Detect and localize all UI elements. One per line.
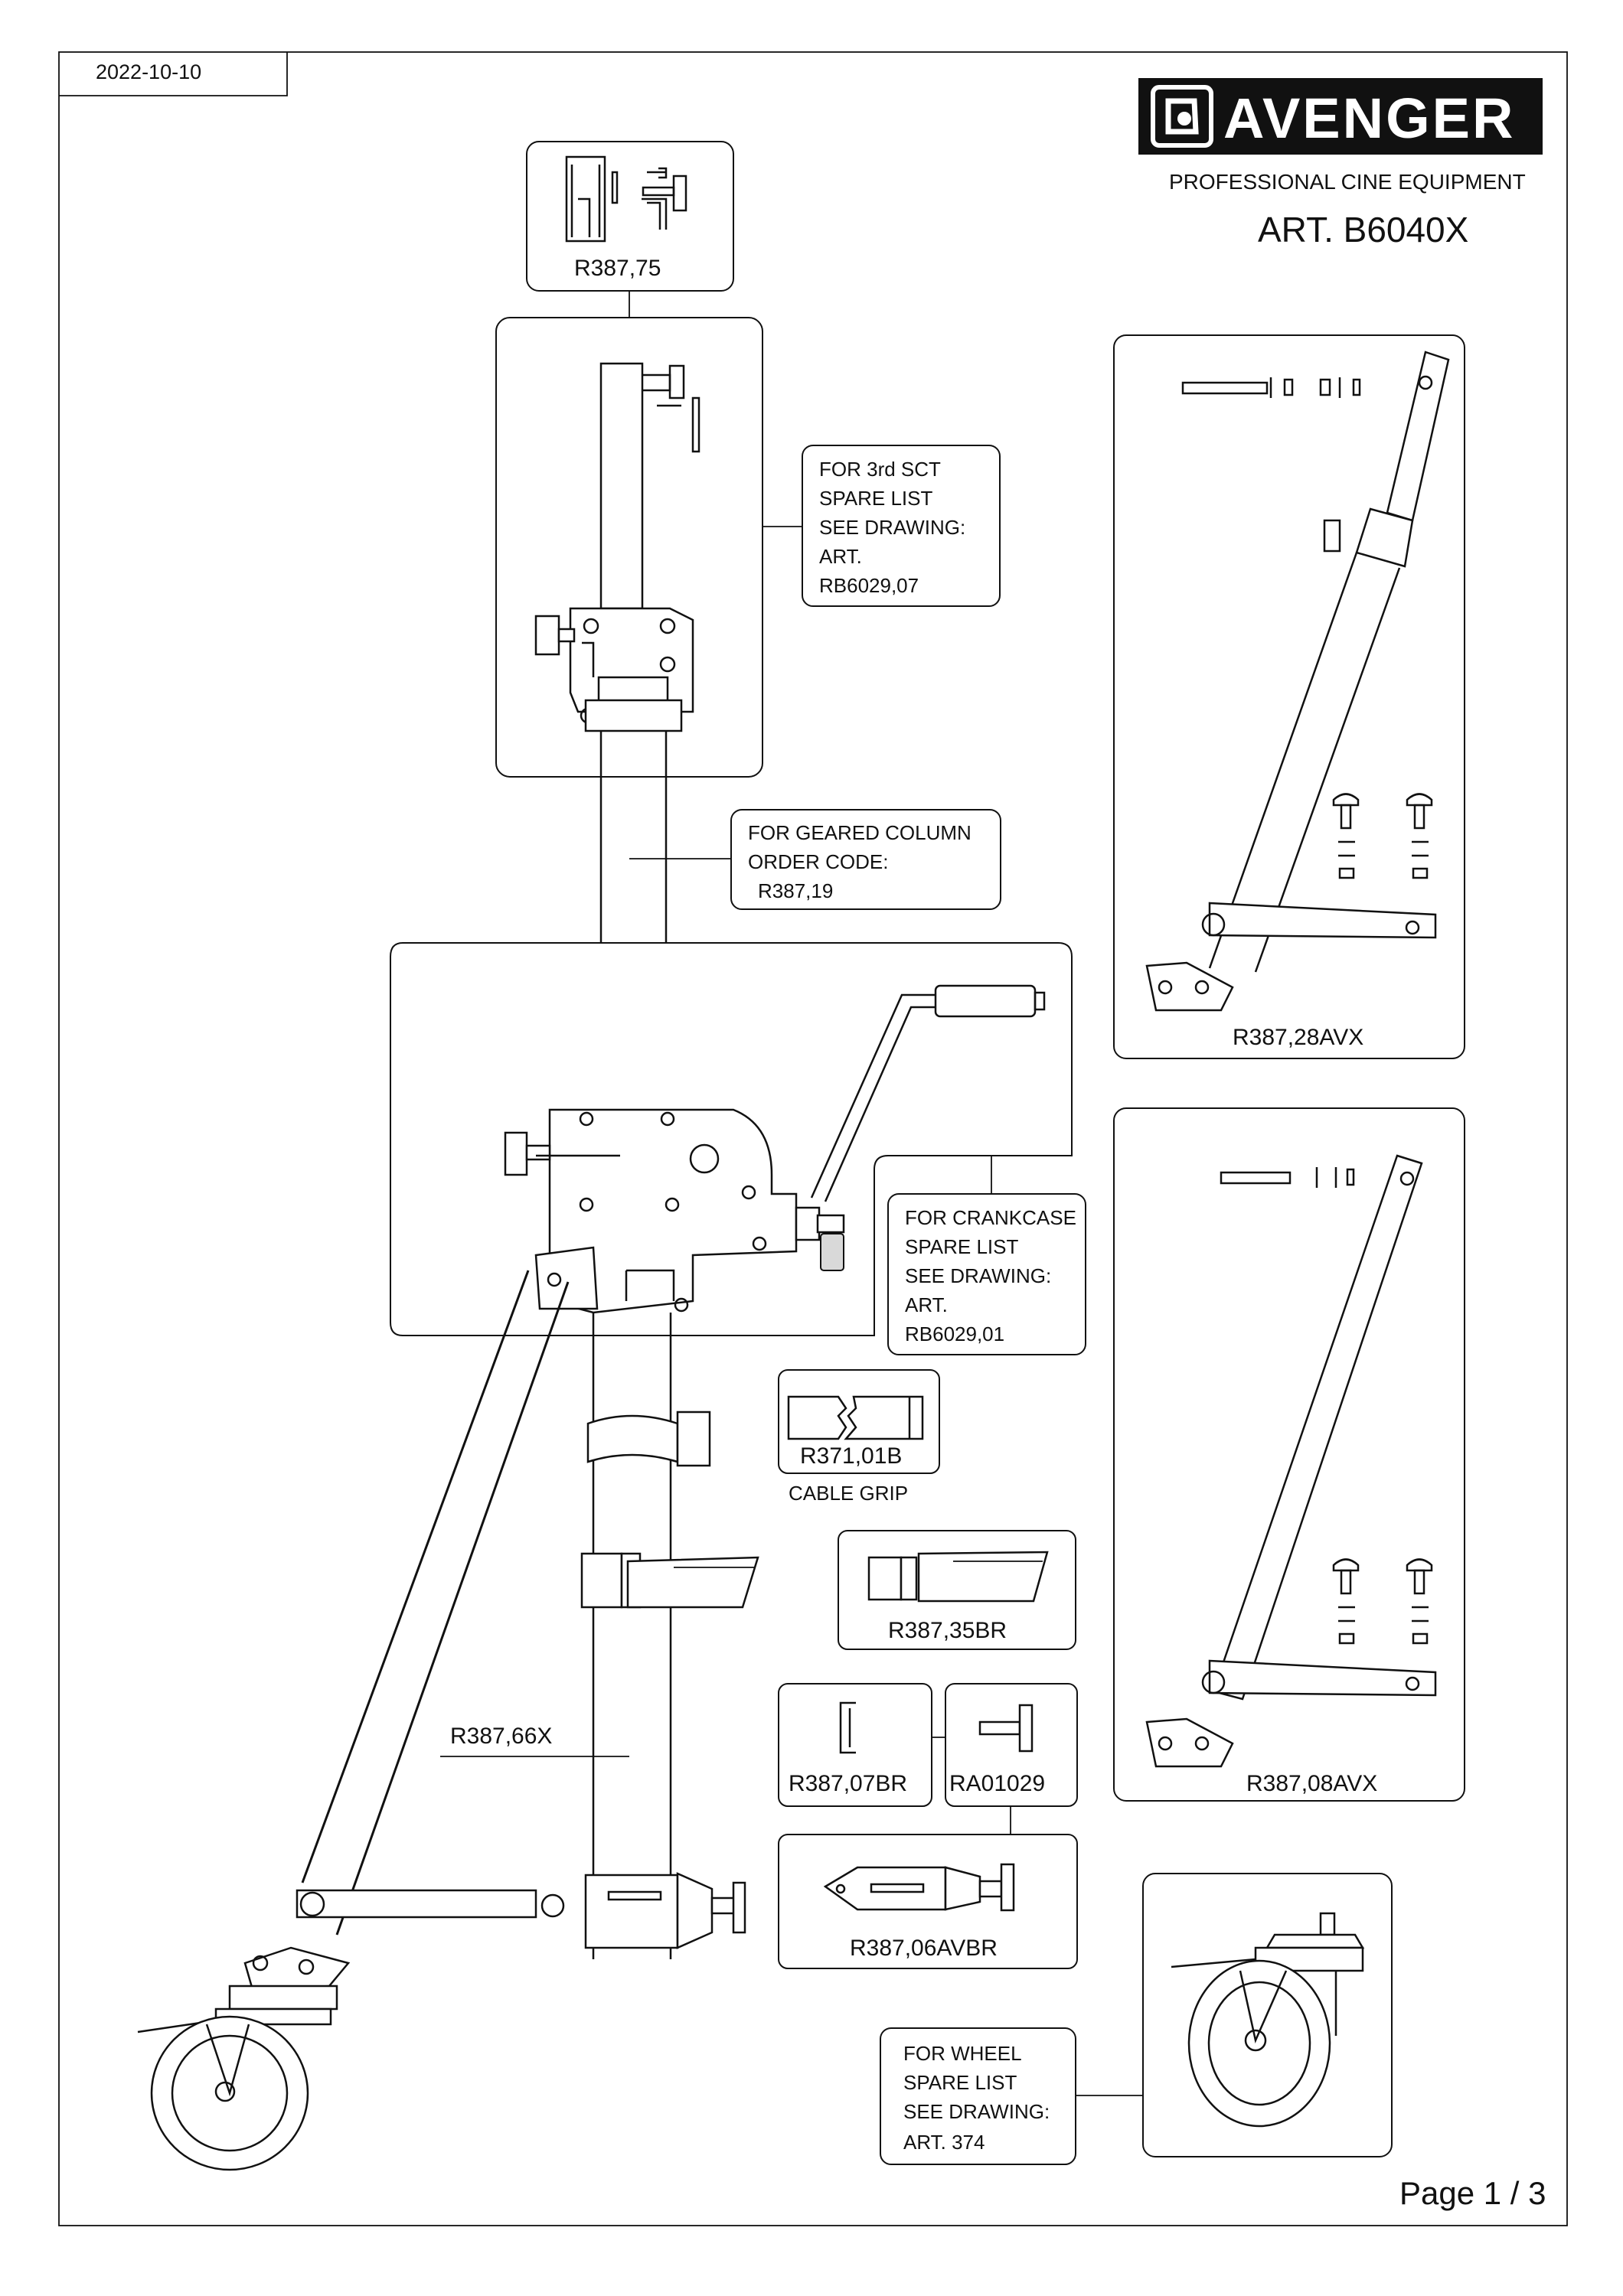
top-section-box <box>495 317 763 778</box>
svg-text:SPARE LIST: SPARE LIST <box>905 1235 1018 1258</box>
svg-text:SEE DRAWING:: SEE DRAWING: <box>819 516 965 539</box>
part-box-r387-75: R387,75 <box>526 141 734 292</box>
note-crankcase: FOR CRANKCASE SPARE LIST SEE DRAWING: AR… <box>887 1156 1086 1355</box>
stand-leg <box>137 1270 570 2171</box>
label-group-r387-66x: R387,66X <box>440 1724 629 1757</box>
date-box: 2022-10-10 <box>59 52 288 96</box>
page-number: Page 1 / 3 <box>1399 2175 1546 2211</box>
svg-text:RB6029,01: RB6029,01 <box>905 1322 1004 1345</box>
svg-text:SPARE LIST: SPARE LIST <box>819 487 932 510</box>
svg-text:ART. 374: ART. 374 <box>903 2131 985 2154</box>
part-box-r387-07br: R387,07BR <box>778 1683 932 1807</box>
brand-logo: AVENGER <box>1138 78 1543 155</box>
part-box-ra01029: RA01029 <box>945 1683 1078 1807</box>
label-r387-35br: R387,35BR <box>888 1618 1007 1643</box>
svg-text:RB6029,07: RB6029,07 <box>819 574 919 597</box>
svg-text:FOR 3rd SCT: FOR 3rd SCT <box>819 458 941 481</box>
label-r387-28avx: R387,28AVX <box>1233 1025 1363 1050</box>
label-r371-01b: R371,01B <box>800 1443 902 1469</box>
label-r387-08avx: R387,08AVX <box>1246 1771 1377 1796</box>
part-box-r387-28avx: R387,28AVX <box>1113 334 1465 1059</box>
label-cable-grip: CABLE GRIP <box>789 1482 908 1505</box>
svg-text:ORDER CODE:: ORDER CODE: <box>748 850 888 873</box>
svg-text:FOR WHEEL: FOR WHEEL <box>903 2042 1022 2065</box>
logo-icon <box>1151 85 1213 148</box>
label-ra01029: RA01029 <box>949 1771 1045 1796</box>
top-clamp <box>534 607 694 732</box>
page-frame <box>58 51 1568 2226</box>
part-box-r387-06avbr: R387,06AVBR <box>778 1834 1078 1969</box>
main-column <box>580 1313 759 1959</box>
part-box-r387-08avx: R387,08AVX <box>1113 1107 1465 1802</box>
note-third-section: FOR 3rd SCT SPARE LIST SEE DRAWING: ART.… <box>763 445 1001 607</box>
wheel-box <box>1142 1873 1393 2157</box>
label-r387-07br: R387,07BR <box>789 1771 907 1796</box>
label-r387-75: R387,75 <box>574 256 661 281</box>
svg-text:ART.: ART. <box>819 545 862 568</box>
article-number: ART. B6040X <box>1258 210 1468 249</box>
part-box-r387-35br: R387,35BR <box>838 1530 1076 1650</box>
date-label: 2022-10-10 <box>96 60 201 83</box>
svg-text:SEE DRAWING:: SEE DRAWING: <box>903 2100 1050 2123</box>
note-geared-column: FOR GEARED COLUMN ORDER CODE: R387,19 <box>629 809 1001 910</box>
svg-text:SPARE LIST: SPARE LIST <box>903 2071 1017 2094</box>
svg-text:FOR GEARED COLUMN: FOR GEARED COLUMN <box>748 821 972 844</box>
label-r387-66x: R387,66X <box>450 1724 552 1749</box>
label-r387-06avbr: R387,06AVBR <box>850 1936 998 1961</box>
crank-handle <box>810 984 1046 1202</box>
crankcase <box>504 1108 845 1314</box>
brand-name: AVENGER <box>1223 86 1515 150</box>
part-box-r371-01b: R371,01B <box>778 1369 940 1474</box>
note-wheel: FOR WHEEL SPARE LIST SEE DRAWING: ART. 3… <box>880 2027 1076 2165</box>
svg-text:SEE DRAWING:: SEE DRAWING: <box>905 1264 1051 1287</box>
svg-text:FOR CRANKCASE: FOR CRANKCASE <box>905 1206 1076 1229</box>
svg-text:ART.: ART. <box>905 1293 948 1316</box>
brand-tagline: PROFESSIONAL CINE EQUIPMENT <box>1169 170 1526 194</box>
svg-text:R387,19: R387,19 <box>758 879 833 902</box>
